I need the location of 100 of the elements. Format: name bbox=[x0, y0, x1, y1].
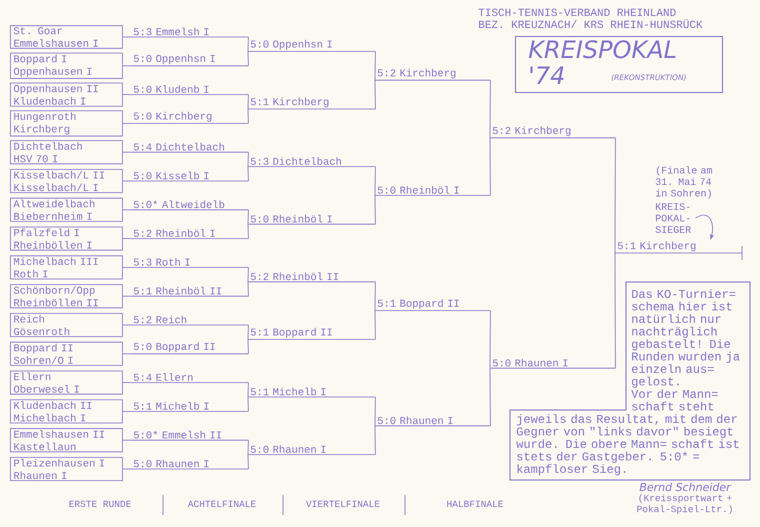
result-entry: 5:4 Dichtelbach bbox=[130, 142, 249, 153]
bracket-line bbox=[374, 396, 376, 426]
bracket-line bbox=[490, 80, 491, 138]
bracket-line bbox=[122, 324, 132, 326]
bracket-line bbox=[248, 339, 249, 354]
bracket-line bbox=[248, 36, 249, 52]
bracket-line bbox=[122, 440, 132, 441]
pairing-box: Kisselbach/L II Kisselbach/L I bbox=[10, 168, 123, 193]
pairing-box: Oppenhausen II Kludenbach I bbox=[10, 82, 123, 107]
result-entry: 5:0 Kirchberg bbox=[130, 112, 249, 124]
bracket-line bbox=[248, 396, 249, 412]
bracket-line bbox=[248, 324, 249, 340]
result-entry: 5:1 Kirchberg bbox=[614, 242, 743, 260]
result-entry: 5:0 Rhaunen I bbox=[490, 358, 616, 369]
bracket-line bbox=[122, 353, 132, 354]
pairing-box: Michelbach III Roth I bbox=[10, 255, 123, 280]
pairing-box: Ellern Oberwesel I bbox=[10, 370, 123, 395]
bracket-line bbox=[374, 195, 376, 225]
result-entry: 5:3 Roth I bbox=[130, 258, 249, 268]
result-entry: 5:3 Dichtelbach bbox=[248, 157, 376, 167]
bracket-line bbox=[248, 209, 249, 225]
bracket-line bbox=[248, 51, 249, 66]
bracket-line bbox=[374, 166, 376, 196]
result-entry: 5:0 Rhaunen I bbox=[130, 460, 249, 470]
bracket-line bbox=[374, 425, 376, 455]
bracket-line bbox=[122, 267, 132, 268]
result-entry: 5:1 Kirchberg bbox=[248, 98, 376, 110]
result-entry: 5:2 Kirchberg bbox=[490, 126, 616, 138]
bracket-line bbox=[248, 108, 249, 124]
result-entry: 5:0 Rhaunen I bbox=[374, 416, 491, 426]
bracket-line bbox=[490, 310, 491, 369]
bracket-line bbox=[248, 152, 249, 167]
pairing-box: Schönborn/Opp Rheinböllen II bbox=[10, 284, 123, 308]
result-entry: 5:0 Rheinböl I bbox=[374, 186, 491, 196]
pairing-box: Kludenbach II Michelbach I bbox=[10, 399, 123, 424]
bracket-line bbox=[122, 123, 132, 124]
bracket-line bbox=[374, 281, 376, 311]
header-text: TISCH-TENNIS-VERBAND RHEINLAND bbox=[478, 8, 676, 16]
bracket-line bbox=[122, 238, 132, 239]
result-entry: 5:1 Michelb I bbox=[130, 402, 249, 412]
result-entry: 5:2 Kirchberg bbox=[374, 68, 491, 81]
result-entry: 5:4 Ellern bbox=[130, 373, 249, 383]
round-label: HALBFINALE bbox=[447, 500, 503, 507]
result-entry: 5:0 Rhaunen I bbox=[248, 445, 376, 455]
bracket-line bbox=[248, 94, 249, 110]
role-text: (Kreissportwart + Pokal-Spiel-Ltr.) bbox=[637, 494, 732, 514]
bracket-line bbox=[248, 281, 249, 297]
result-entry: 5:1 Boppard II bbox=[374, 299, 491, 311]
bracket-line bbox=[490, 368, 491, 426]
result-entry: 5:1 Boppard II bbox=[248, 328, 376, 340]
pairing-box: St. Goar Emmelshausen I bbox=[10, 25, 123, 49]
bracket-line bbox=[248, 166, 249, 182]
bracket-line bbox=[122, 180, 132, 182]
pairing-box: Dichtelbach HSV 70 I bbox=[10, 140, 123, 164]
result-entry: 5:2 Rheinböl II bbox=[248, 272, 376, 282]
result-entry: 5:0 Oppenhsn I bbox=[130, 54, 249, 66]
bracket-line bbox=[122, 382, 132, 383]
bracket-line bbox=[248, 454, 249, 470]
bracket-line bbox=[374, 51, 376, 81]
note-text: (Finale am 31. Mai 74 in Sohren) bbox=[656, 166, 712, 198]
pairing-box: Boppard I Oppenhausen I bbox=[10, 52, 123, 79]
pairing-box: Pleizenhausen I Rhaunen I bbox=[10, 457, 123, 481]
round-label: VIERTELFINALE bbox=[306, 500, 380, 507]
pairing-box: Hungenroth Kirchberg bbox=[10, 110, 123, 136]
bracket-line bbox=[122, 296, 132, 297]
bracket-line bbox=[122, 468, 132, 470]
result-entry: 5:0* Emmelsh II bbox=[130, 430, 249, 441]
pairing-box: Reich Gösenroth bbox=[10, 313, 123, 337]
round-label: ACHTELFINALE bbox=[188, 500, 256, 508]
result-entry: 5:0 Kisselb I bbox=[130, 172, 249, 182]
bracket-line bbox=[122, 209, 132, 210]
result-entry: 5:3 Emmelsh I bbox=[130, 28, 249, 38]
bracket-line bbox=[122, 411, 132, 412]
result-entry: 5:1 Rheinböl II bbox=[130, 286, 249, 297]
pairing-box: Emmelshausen II Kastellaun bbox=[10, 428, 123, 452]
bracket-line bbox=[374, 310, 376, 340]
bracket-line bbox=[248, 224, 249, 239]
result-entry: 5:0 Rheinböl I bbox=[248, 214, 376, 225]
result-entry: 5:2 Rheinböl I bbox=[130, 229, 249, 239]
pairing-box: Boppard II Sohren/O I bbox=[10, 342, 123, 366]
pairing-box: Pfalzfeld I Rheinböllen I bbox=[10, 226, 123, 251]
round-label: ERSTE RUNDE bbox=[69, 500, 131, 508]
result-entry: 5:2 Reich bbox=[130, 316, 249, 326]
result-entry: 5:0 Boppard II bbox=[130, 342, 249, 354]
bracket-line bbox=[614, 137, 616, 254]
bracket-line bbox=[122, 36, 132, 38]
bracket-line bbox=[490, 137, 491, 196]
bracket-line bbox=[122, 152, 132, 153]
bracket-line bbox=[122, 65, 132, 66]
bracket-line bbox=[122, 94, 132, 95]
bracket-line bbox=[614, 252, 616, 369]
result-entry: 5:0* Altweidelb bbox=[130, 200, 249, 210]
bracket-line bbox=[248, 267, 249, 282]
pairing-box: Altweidelbach Biebernheim I bbox=[10, 198, 123, 222]
bracket-line bbox=[248, 440, 249, 455]
result-entry: 5:0 Kludenb I bbox=[130, 85, 249, 95]
result-entry: 5:1 Michelb I bbox=[248, 388, 376, 398]
result-entry: 5:0 Oppenhsn I bbox=[248, 40, 376, 52]
bracket-line bbox=[374, 80, 376, 110]
bracket-line bbox=[248, 382, 249, 398]
